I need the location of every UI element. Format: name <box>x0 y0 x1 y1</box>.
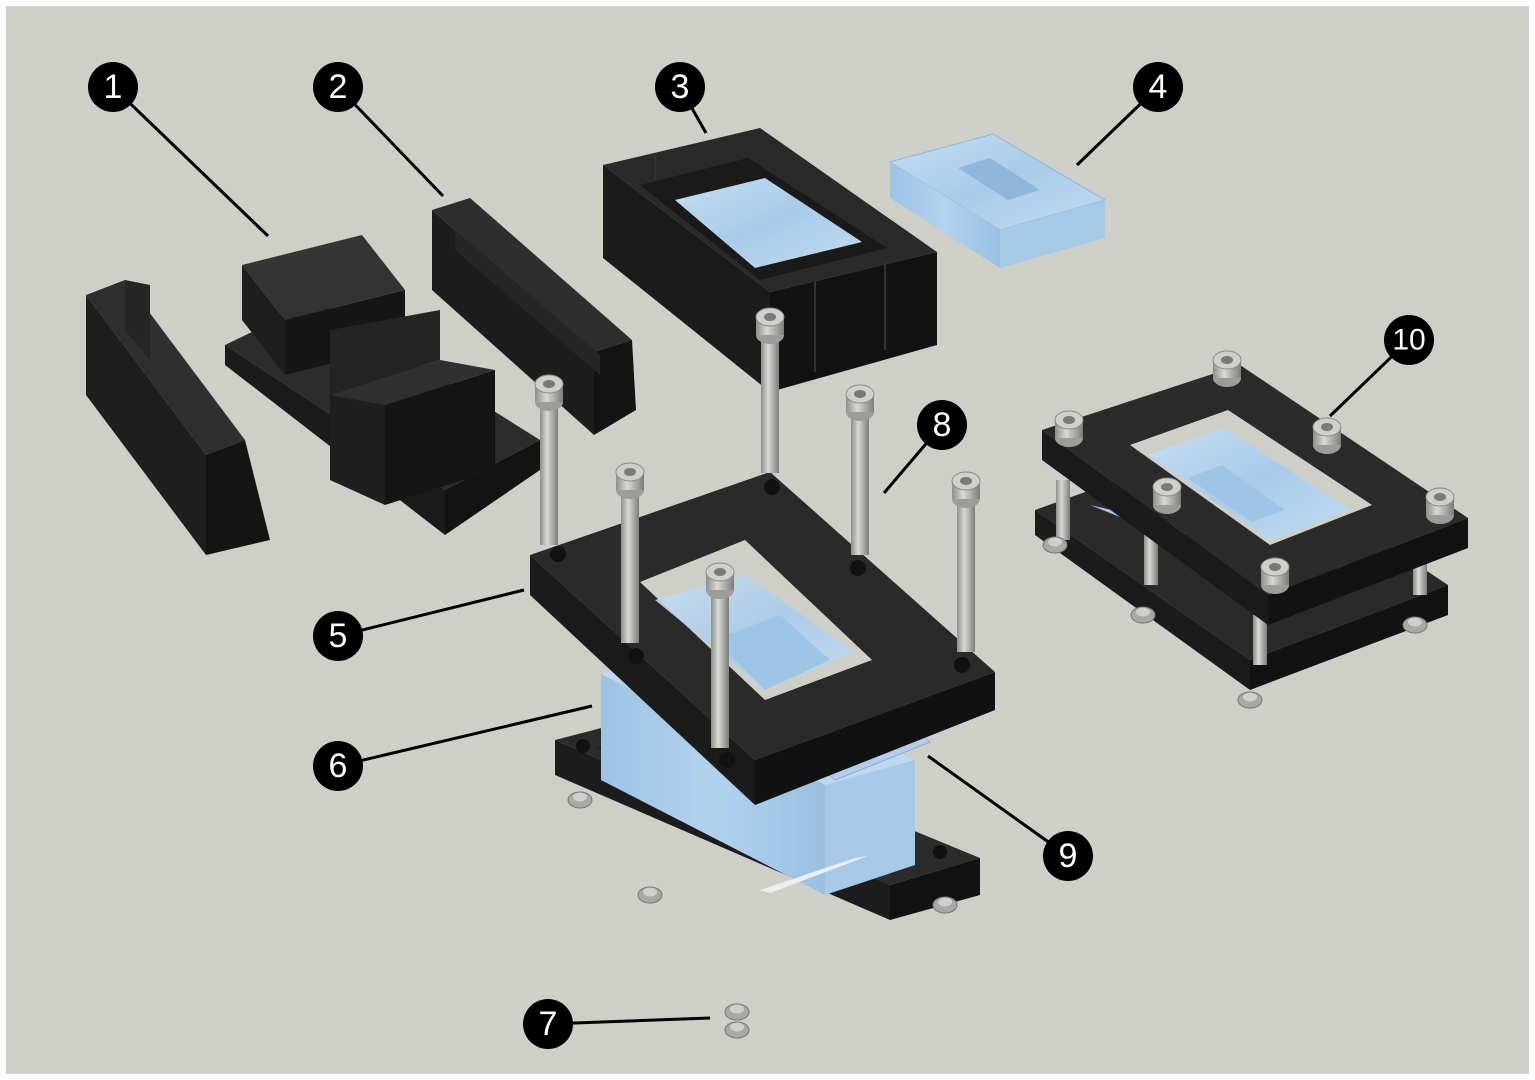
callout-label-8: 8 <box>933 406 952 444</box>
bolt <box>951 471 981 652</box>
callout-badge-7: 7 <box>523 999 573 1049</box>
bolt <box>705 562 735 748</box>
callout-label-4: 4 <box>1149 68 1168 106</box>
part-4-acrylic-insert <box>888 133 1107 268</box>
leader-1 <box>111 85 270 238</box>
bolt <box>534 374 564 545</box>
callout-badge-8: 8 <box>917 400 967 450</box>
callout-badge-9: 9 <box>1043 831 1093 881</box>
callout-badge-3: 3 <box>655 62 705 112</box>
callout-label-1: 1 <box>104 68 123 106</box>
callout-badge-10: 10 <box>1384 315 1434 365</box>
part-5-top-frame <box>530 472 995 805</box>
callout-badge-5: 5 <box>313 611 363 661</box>
callout-label-3: 3 <box>671 68 690 106</box>
leader-9 <box>927 754 1069 858</box>
callout-badge-1: 1 <box>88 62 138 112</box>
callout-label-2: 2 <box>329 68 348 106</box>
bolt <box>615 462 645 643</box>
leader-2 <box>336 85 445 198</box>
bolt <box>755 307 785 473</box>
part-1-cradle <box>225 235 540 535</box>
bolt <box>845 384 875 555</box>
callout-label-10: 10 <box>1392 324 1425 357</box>
part-8-bolts <box>534 307 981 748</box>
leader-5 <box>337 588 525 638</box>
part-10-assembled-unit <box>1035 350 1468 709</box>
callout-badge-6: 6 <box>313 741 363 791</box>
callout-label-7: 7 <box>539 1005 558 1043</box>
leader-6 <box>337 704 593 768</box>
leader-7 <box>547 1016 711 1026</box>
callout-label-6: 6 <box>329 747 348 785</box>
callout-badge-4: 4 <box>1133 62 1183 112</box>
callout-label-5: 5 <box>329 617 348 655</box>
part-3-housing-block <box>603 128 937 392</box>
callout-label-9: 9 <box>1059 837 1078 875</box>
part-1-left-rail <box>86 280 270 555</box>
callout-badge-2: 2 <box>313 62 363 112</box>
